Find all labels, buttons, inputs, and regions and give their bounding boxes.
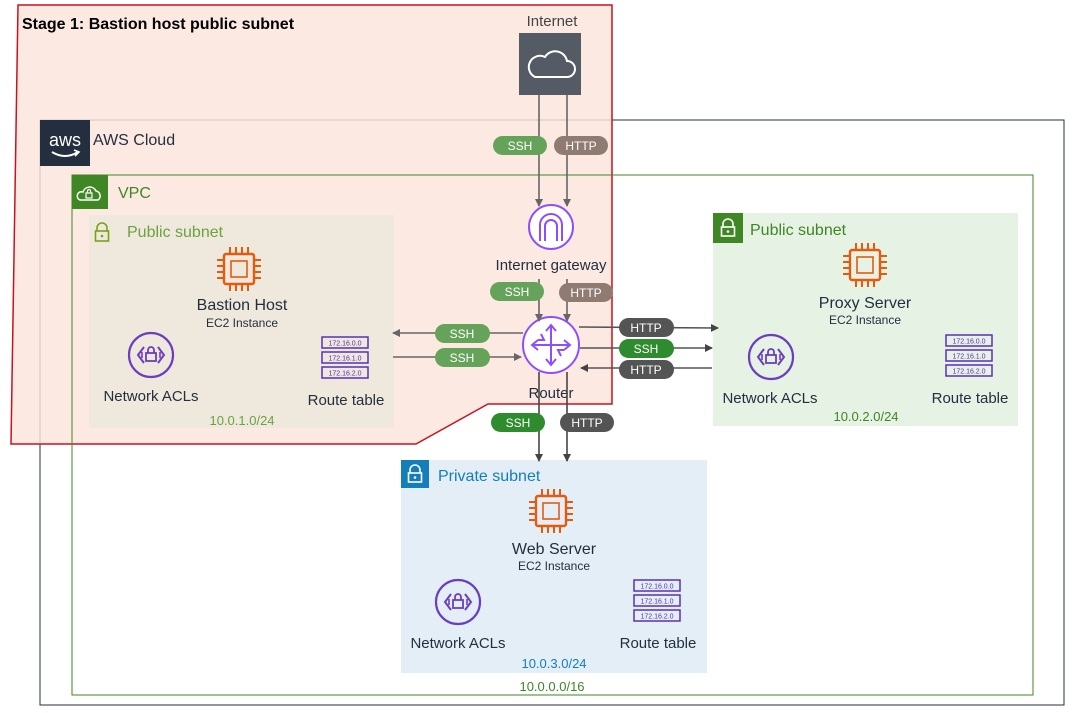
private-cidr: 10.0.3.0/24 [521, 656, 586, 671]
proxy-server-name: Proxy Server [819, 295, 912, 312]
public-right-acl-label: Network ACLs [722, 390, 817, 407]
public-right-route-table-label: Route table [932, 390, 1009, 407]
internet-gateway-label: Internet gateway [496, 257, 607, 274]
internet-gateway-icon [528, 204, 574, 250]
aws-logo-icon: aws [40, 120, 90, 166]
aws-cloud-label: AWS Cloud [93, 132, 175, 149]
router-icon [522, 316, 580, 374]
route-entry: 172.16.2.0 [952, 369, 985, 376]
bastion-host-name: Bastion Host [197, 297, 288, 314]
aws-logo-text: aws [49, 130, 81, 150]
ssh-badge: SSH [490, 282, 544, 301]
web-server-name: Web Server [512, 541, 597, 558]
ssh-badge: SSH [435, 324, 490, 343]
http-badge: HTTP [554, 136, 608, 155]
ssh-badge-label: SSH [634, 342, 659, 356]
internet-cloud-icon [519, 33, 581, 95]
public-right-cidr: 10.0.2.0/24 [833, 409, 898, 424]
public-subnet-left-label: Public subnet [127, 224, 224, 241]
ssh-badge-label: SSH [506, 416, 531, 430]
internet-label: Internet [527, 13, 579, 30]
ssh-badge-label: SSH [450, 327, 475, 341]
vpc-group [71, 174, 1034, 696]
http-badge-label: HTTP [565, 139, 596, 153]
public-subnet-right [713, 213, 1018, 426]
http-badge: HTTP [560, 413, 614, 432]
route-entry: 172.16.2.0 [328, 371, 361, 378]
ssh-badge-label: SSH [450, 351, 475, 365]
route-table-icon: 172.16.0.0 172.16.1.0 172.16.2.0 [945, 334, 993, 377]
route-entry: 172.16.0.0 [328, 341, 361, 348]
public-left-cidr: 10.0.1.0/24 [209, 413, 274, 428]
ssh-badge: SSH [491, 413, 545, 432]
route-table-icon: 172.16.0.0 172.16.1.0 172.16.2.0 [321, 336, 369, 379]
ssh-badge-label: SSH [508, 139, 533, 153]
public-subnet-right-label: Public subnet [750, 222, 847, 239]
proxy-server-type: EC2 Instance [829, 313, 901, 327]
private-route-table-label: Route table [620, 635, 697, 652]
ssh-badge-label: SSH [505, 285, 530, 299]
public-left-route-table-label: Route table [308, 392, 385, 409]
route-entry: 172.16.0.0 [640, 584, 673, 591]
route-table-icon: 172.16.0.0 172.16.1.0 172.16.2.0 [633, 579, 681, 622]
http-badge: HTTP [559, 283, 613, 302]
http-badge-label: HTTP [571, 416, 602, 430]
http-badge-label: HTTP [570, 286, 601, 300]
route-entry: 172.16.2.0 [640, 614, 673, 621]
lock-icon [94, 222, 110, 242]
private-subnet-label: Private subnet [438, 468, 541, 485]
route-entry: 172.16.0.0 [952, 339, 985, 346]
lock-icon [401, 460, 429, 488]
http-badge-label: HTTP [630, 363, 661, 377]
http-badge: HTTP [619, 318, 674, 337]
ssh-badge: SSH [493, 136, 547, 155]
route-entry: 172.16.1.0 [640, 599, 673, 606]
public-left-acl-label: Network ACLs [103, 388, 198, 405]
web-server-type: EC2 Instance [518, 559, 590, 573]
route-entry: 172.16.1.0 [952, 354, 985, 361]
http-badge: HTTP [619, 360, 674, 379]
private-acl-label: Network ACLs [410, 635, 505, 652]
route-entry: 172.16.1.0 [328, 356, 361, 363]
stage-title: Stage 1: Bastion host public subnet [22, 16, 295, 33]
http-badge-label: HTTP [630, 321, 661, 335]
vpc-cidr: 10.0.0.0/16 [519, 679, 584, 694]
bastion-host-type: EC2 Instance [206, 316, 278, 330]
ssh-badge: SSH [435, 348, 490, 367]
vpc-cloud-icon [72, 175, 108, 209]
ssh-badge: SSH [619, 339, 674, 358]
lock-icon [713, 213, 743, 243]
vpc-label: VPC [118, 185, 151, 202]
